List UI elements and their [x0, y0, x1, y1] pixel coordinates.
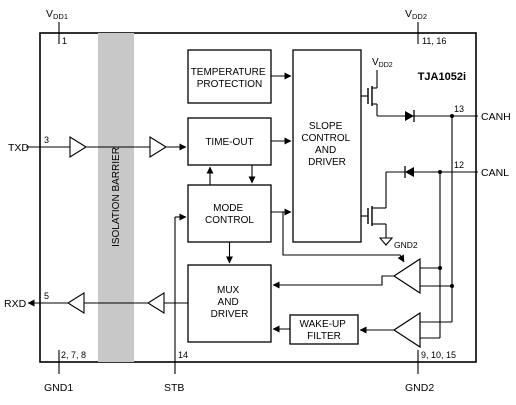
rxd-buffer-1 [66, 292, 85, 314]
recv1-out [272, 275, 394, 289]
gnd2-label: GND2 [405, 382, 434, 394]
canh-pin: 13 [454, 104, 464, 114]
isolation-barrier-label: ISOLATION BARRIER [111, 147, 122, 247]
gnd2-inner-symbol [378, 237, 394, 246]
gnd2-pins: 9, 10, 15 [421, 350, 456, 360]
wakeup-filter-block [289, 314, 359, 345]
temperature-protection-block [187, 49, 272, 104]
canl-tap-dot-2 [438, 266, 442, 270]
gnd1-label: GND1 [44, 382, 73, 394]
mux-driver-label: MUX AND DRIVER [211, 285, 249, 320]
canh-tap-dot-1 [450, 114, 454, 118]
time-out-label: TIME-OUT [205, 137, 253, 148]
normal-receiver [392, 257, 421, 295]
txd-buffer-2 [149, 136, 168, 158]
txd-label: TXD [8, 142, 29, 154]
temperature-protection-label: TEMPERATURE PROTECTION [191, 67, 269, 90]
mode-control-label: MODE CONTROL [205, 203, 254, 226]
canl-label: CANL [481, 167, 509, 179]
rxd-buffer-2 [146, 292, 165, 314]
canl-diode [405, 167, 414, 177]
txd-pin: 3 [44, 135, 49, 145]
mode-to-recv1 [282, 212, 405, 263]
isolation-barrier [98, 33, 134, 362]
vdd1-label: VDD1 [46, 8, 68, 21]
rxd-pin: 5 [44, 291, 49, 301]
rxd-label: RXD [4, 298, 27, 310]
canh-tap-dot-2 [450, 284, 454, 288]
stb-label: STB [164, 382, 184, 394]
vdd2-inner-label: VDD2 [372, 57, 393, 69]
stb-pin: 14 [178, 350, 188, 360]
canl-pin: 12 [454, 160, 464, 170]
slope-control-label: SLOPE CONTROL AND DRIVER [301, 121, 352, 168]
vdd1-pin: 1 [62, 36, 67, 46]
canl-tap-dot-1 [438, 170, 442, 174]
canh-label: CANH [481, 111, 511, 123]
slope-control-block [292, 49, 362, 243]
gnd1-pins: 2, 7, 8 [61, 350, 86, 360]
txd-buffer-1 [69, 136, 88, 158]
vdd2-label: VDD2 [405, 8, 427, 21]
gnd2-inner-label: GND2 [394, 240, 418, 250]
canh-diode [405, 111, 414, 121]
chip-name: TJA1052i [418, 71, 466, 83]
wakeup-receiver [392, 311, 421, 349]
time-out-block [187, 117, 272, 166]
mode-control-block [187, 184, 272, 243]
wakeup-filter-label: WAKE-UP FILTER [300, 319, 349, 342]
vdd2-pin: 11, 16 [422, 36, 446, 46]
mux-driver-block [187, 264, 272, 343]
chip-outline [39, 32, 477, 363]
